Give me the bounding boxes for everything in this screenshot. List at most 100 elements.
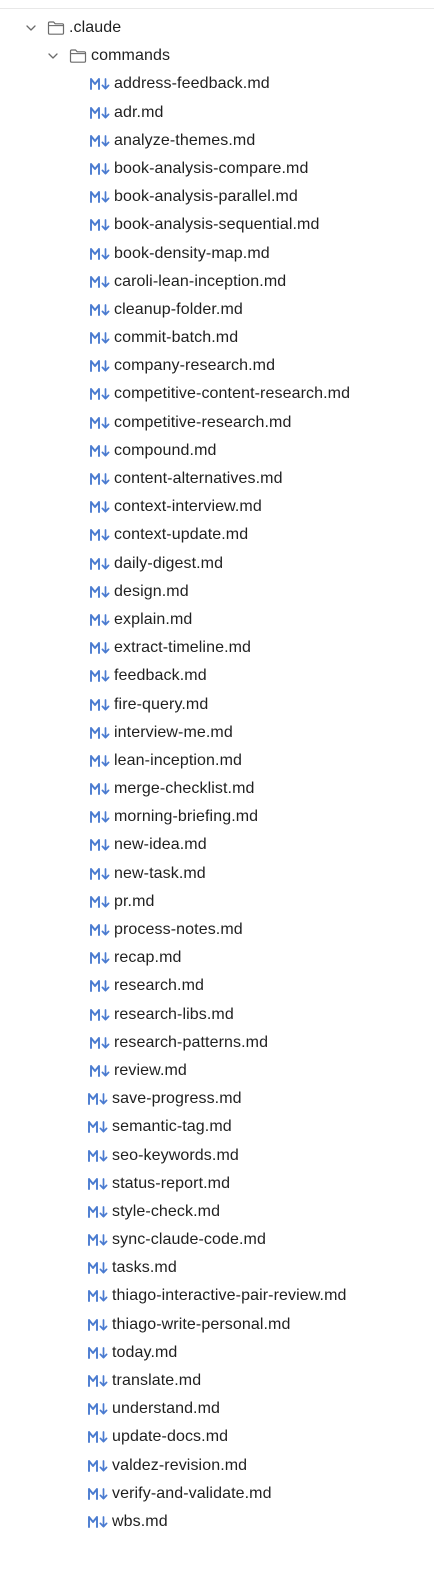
file-name: recap.md — [114, 949, 182, 967]
file-row[interactable]: recap.md — [0, 944, 434, 972]
file-row[interactable]: thiago-interactive-pair-review.md — [0, 1282, 434, 1310]
file-row[interactable]: competitive-research.md — [0, 409, 434, 437]
file-row[interactable]: research-patterns.md — [0, 1029, 434, 1057]
file-row[interactable]: cleanup-folder.md — [0, 296, 434, 324]
file-row[interactable]: book-analysis-compare.md — [0, 155, 434, 183]
file-row[interactable]: status-report.md — [0, 1170, 434, 1198]
file-name: extract-timeline.md — [114, 639, 252, 657]
markdown-icon — [90, 867, 112, 880]
file-name: design.md — [114, 582, 189, 600]
file-row[interactable]: context-update.md — [0, 521, 434, 549]
file-row[interactable]: book-analysis-parallel.md — [0, 183, 434, 211]
folder-icon — [47, 21, 65, 35]
markdown-icon — [90, 1064, 112, 1077]
markdown-icon — [90, 613, 112, 626]
tree-row-root-folder[interactable]: .claude — [0, 14, 434, 42]
file-row[interactable]: commit-batch.md — [0, 324, 434, 352]
file-row[interactable]: morning-briefing.md — [0, 803, 434, 831]
file-row[interactable]: compound.md — [0, 437, 434, 465]
file-name: save-progress.md — [112, 1090, 242, 1108]
file-row[interactable]: daily-digest.md — [0, 550, 434, 578]
file-row[interactable]: pr.md — [0, 888, 434, 916]
file-row[interactable]: content-alternatives.md — [0, 465, 434, 493]
file-row[interactable]: new-idea.md — [0, 831, 434, 859]
file-row[interactable]: research-libs.md — [0, 1001, 434, 1029]
file-row[interactable]: feedback.md — [0, 662, 434, 690]
markdown-icon — [88, 1346, 110, 1359]
file-row[interactable]: address-feedback.md — [0, 70, 434, 98]
markdown-icon — [88, 1515, 110, 1528]
file-row[interactable]: context-interview.md — [0, 493, 434, 521]
file-row[interactable]: interview-me.md — [0, 719, 434, 747]
file-name: status-report.md — [112, 1174, 231, 1192]
file-name: feedback.md — [114, 667, 207, 685]
file-row[interactable]: design.md — [0, 578, 434, 606]
markdown-icon — [88, 1177, 110, 1190]
file-row[interactable]: extract-timeline.md — [0, 634, 434, 662]
file-row[interactable]: new-task.md — [0, 860, 434, 888]
file-row[interactable]: seo-keywords.md — [0, 1142, 434, 1170]
file-row[interactable]: thiago-write-personal.md — [0, 1311, 434, 1339]
file-name: daily-digest.md — [114, 554, 224, 572]
file-row[interactable]: update-docs.md — [0, 1423, 434, 1451]
file-row[interactable]: caroli-lean-inception.md — [0, 268, 434, 296]
markdown-icon — [90, 473, 112, 485]
markdown-icon — [90, 924, 112, 936]
file-row[interactable]: wbs.md — [0, 1508, 434, 1536]
file-row[interactable]: competitive-content-research.md — [0, 380, 434, 408]
markdown-icon — [88, 1403, 110, 1416]
panel-top-divider — [0, 8, 434, 9]
markdown-icon — [90, 754, 112, 767]
markdown-icon — [90, 444, 112, 457]
tree-row-commands-folder[interactable]: commands — [0, 42, 434, 70]
file-row[interactable]: research.md — [0, 972, 434, 1000]
file-name: update-docs.md — [112, 1428, 229, 1446]
markdown-icon — [90, 219, 112, 232]
file-row[interactable]: sync-claude-code.md — [0, 1226, 434, 1254]
file-row[interactable]: verify-and-validate.md — [0, 1480, 434, 1508]
file-row[interactable]: valdez-revision.md — [0, 1452, 434, 1480]
markdown-icon — [88, 1149, 110, 1162]
file-name: wbs.md — [112, 1512, 168, 1530]
markdown-icon — [88, 1375, 110, 1387]
markdown-icon — [90, 388, 112, 401]
file-name: valdez-revision.md — [112, 1456, 248, 1474]
file-row[interactable]: company-research.md — [0, 352, 434, 380]
file-name: book-density-map.md — [114, 244, 270, 262]
markdown-icon — [90, 529, 112, 542]
chevron-down-icon[interactable] — [46, 49, 60, 63]
file-row[interactable]: save-progress.md — [0, 1085, 434, 1113]
file-row[interactable]: review.md — [0, 1057, 434, 1085]
markdown-icon — [88, 1262, 110, 1275]
file-row[interactable]: fire-query.md — [0, 691, 434, 719]
file-row[interactable]: analyze-themes.md — [0, 127, 434, 155]
file-row[interactable]: book-analysis-sequential.md — [0, 211, 434, 239]
file-name: adr.md — [114, 103, 164, 121]
file-name: competitive-research.md — [114, 413, 292, 431]
file-row[interactable]: lean-inception.md — [0, 747, 434, 775]
file-name: book-analysis-parallel.md — [114, 188, 298, 206]
markdown-icon — [90, 1036, 112, 1049]
file-row[interactable]: adr.md — [0, 99, 434, 127]
file-row[interactable]: explain.md — [0, 606, 434, 634]
file-row[interactable]: merge-checklist.md — [0, 775, 434, 803]
file-list: address-feedback.md adr.md analyze-themes.… — [0, 70, 434, 1536]
file-name: research-patterns.md — [114, 1033, 269, 1051]
file-name: understand.md — [112, 1400, 221, 1418]
file-name: commit-batch.md — [114, 329, 239, 347]
file-name: address-feedback.md — [114, 75, 270, 93]
file-name: new-idea.md — [114, 836, 207, 854]
markdown-icon — [90, 191, 112, 204]
markdown-icon — [90, 670, 112, 683]
file-row[interactable]: style-check.md — [0, 1198, 434, 1226]
file-row[interactable]: semantic-tag.md — [0, 1113, 434, 1141]
file-row[interactable]: book-density-map.md — [0, 240, 434, 268]
file-row[interactable]: translate.md — [0, 1367, 434, 1395]
file-row[interactable]: today.md — [0, 1339, 434, 1367]
file-row[interactable]: process-notes.md — [0, 916, 434, 944]
file-name: context-interview.md — [114, 498, 262, 516]
file-row[interactable]: tasks.md — [0, 1254, 434, 1282]
file-row[interactable]: understand.md — [0, 1395, 434, 1423]
chevron-down-icon[interactable] — [24, 21, 38, 35]
markdown-icon — [88, 1205, 110, 1218]
